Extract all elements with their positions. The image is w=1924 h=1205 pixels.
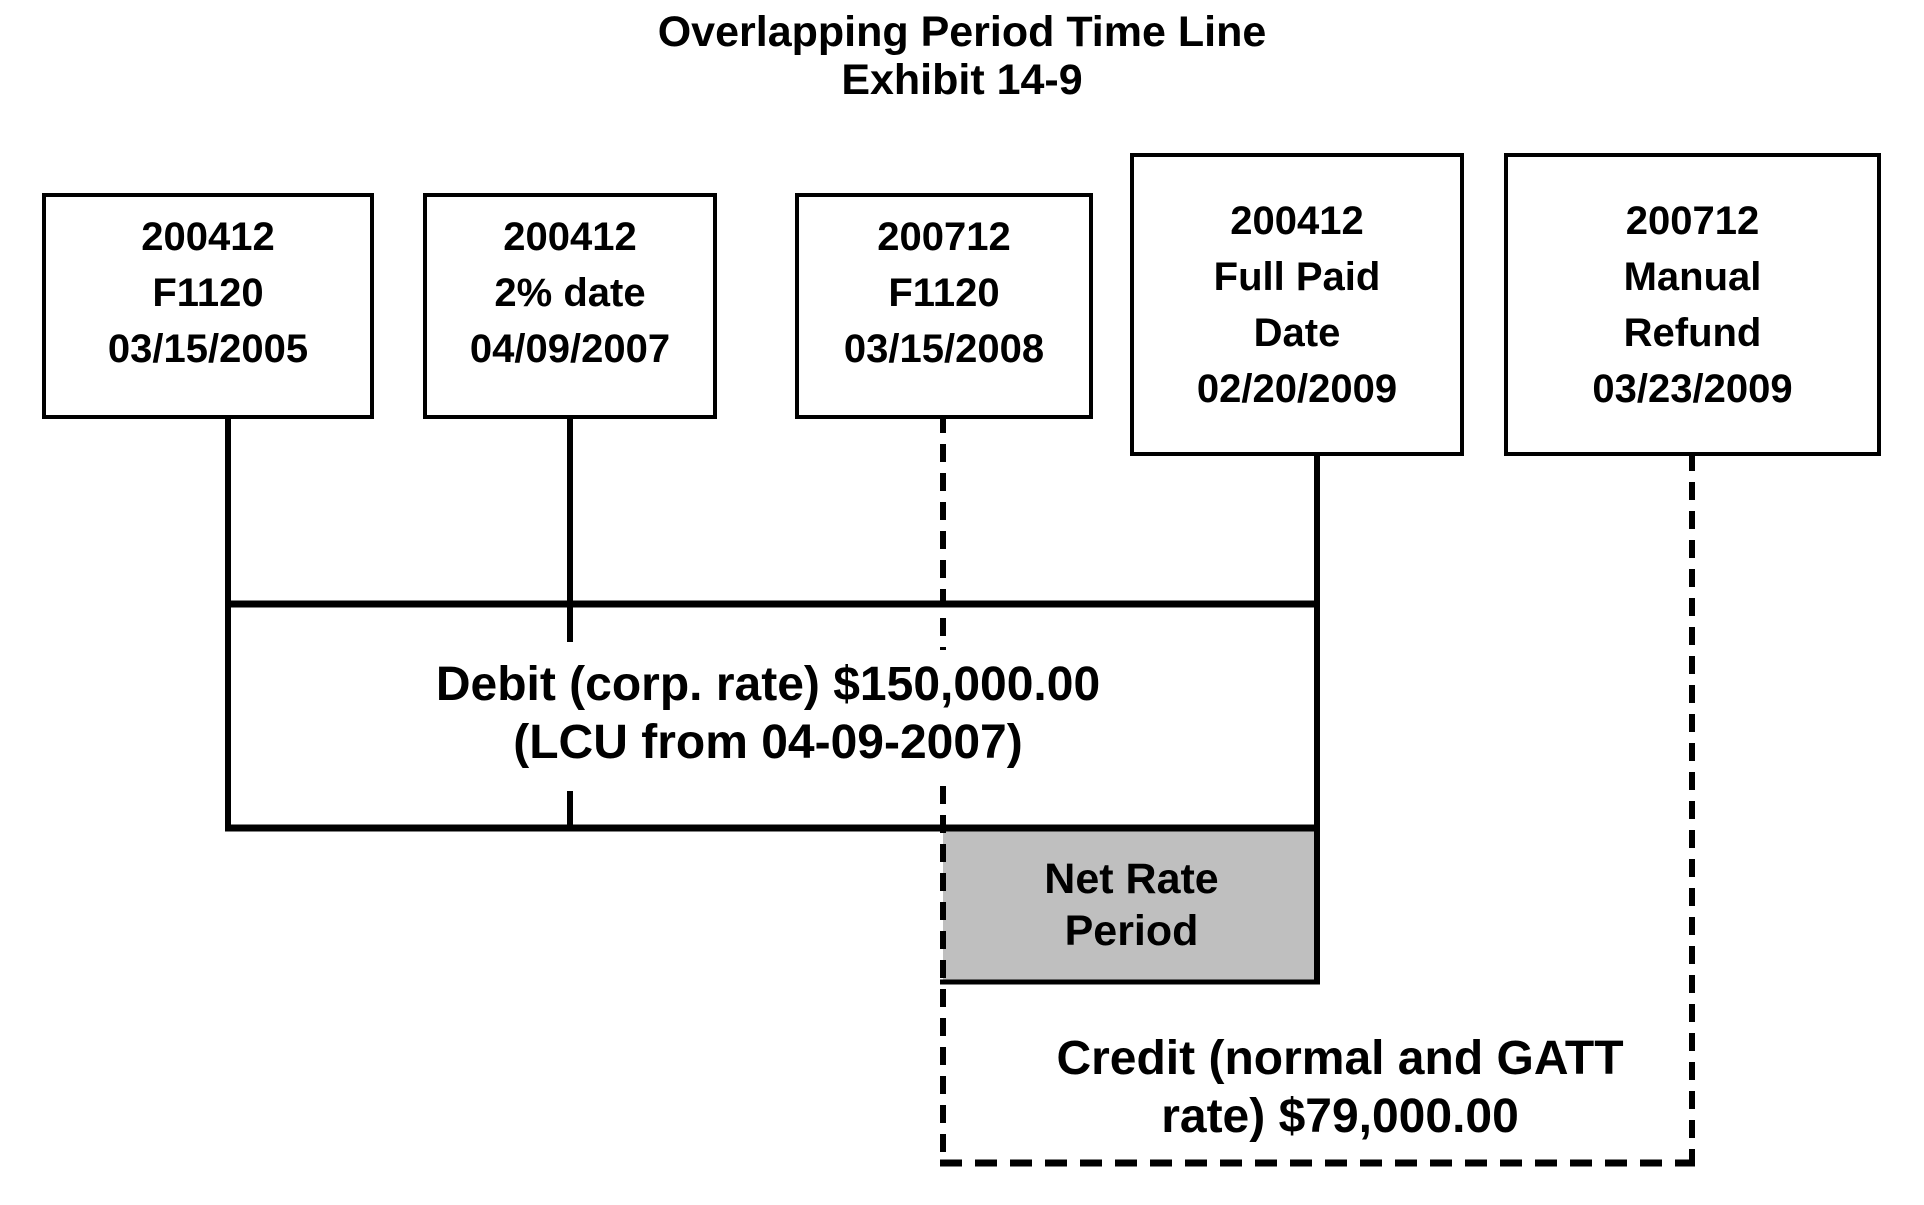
diagram-title-line1: Overlapping Period Time Line [657,8,1267,56]
event-box-200412-2pct-date: 200412 2% date 04/09/2007 [423,193,717,419]
event-box-200412-f1120: 200412 F1120 03/15/2005 [42,193,374,419]
debit-annotation: Debit (corp. rate) $150,000.00 (LCU from… [435,658,1101,769]
diagram-title: Overlapping Period Time Line Exhibit 14-… [0,8,1924,104]
credit-annotation: Credit (normal and GATT rate) $79,000.00 [1056,1032,1624,1143]
event-box-200712-manual-refund: 200712 Manual Refund 03/23/2009 [1504,153,1881,456]
diagram-title-line2: Exhibit 14-9 [841,56,1083,104]
net-rate-label: Net Rate Period [1044,855,1219,955]
event-box-200412-full-paid: 200412 Full Paid Date 02/20/2009 [1130,153,1464,456]
event-box-200712-f1120: 200712 F1120 03/15/2008 [795,193,1093,419]
